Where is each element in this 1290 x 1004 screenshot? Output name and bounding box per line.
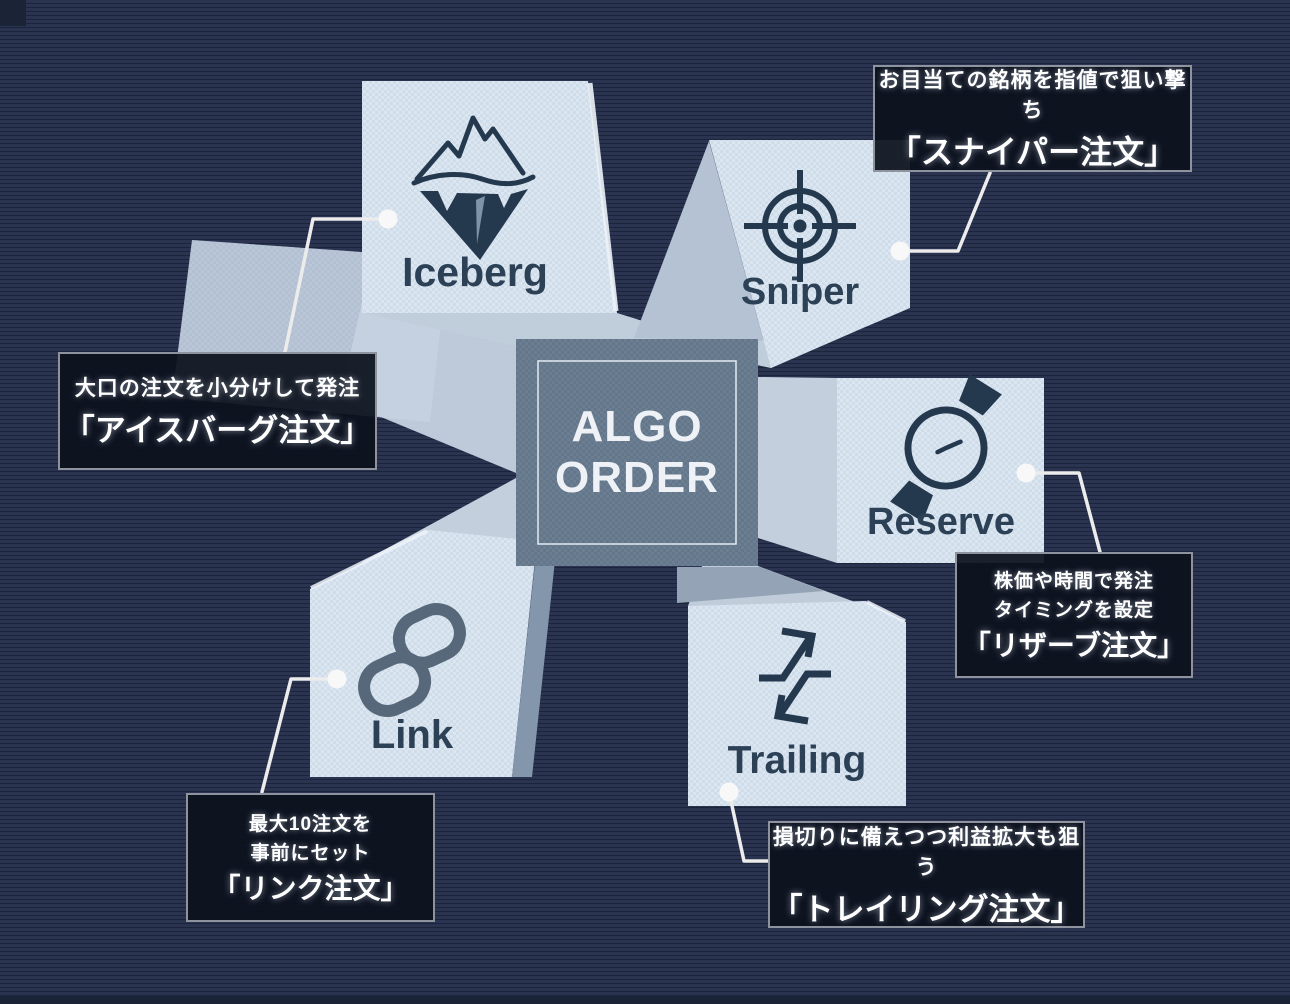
center-node xyxy=(516,339,758,566)
chain-link-icon xyxy=(358,603,466,717)
trailing-connector xyxy=(727,790,770,863)
link-panel-curl xyxy=(310,529,428,590)
bottom-strip xyxy=(0,996,1290,1004)
iceberg-left-beam xyxy=(340,302,516,473)
iceberg-tooltip-line: 大口の注文を小分けして発注 xyxy=(74,377,361,400)
connectors xyxy=(260,171,1102,863)
trailing-connector-dot xyxy=(719,782,739,802)
sniper-panel xyxy=(709,140,910,368)
sniper-label: Sniper xyxy=(740,271,860,313)
center-title-line-1: ALGO xyxy=(571,402,703,452)
reserve-tooltip-headline: 「リザーブ注文」 xyxy=(962,630,1186,661)
trailing-tooltip: 損切りに備えつつ利益拡大も狙う 「トレイリング注文」 xyxy=(768,821,1085,928)
iceberg-connector-dot xyxy=(378,209,398,229)
iceberg-tooltip: 大口の注文を小分けして発注 「アイスバーグ注文」 xyxy=(58,352,377,470)
reserve-tooltip-line-1: 株価や時間で発注 xyxy=(993,571,1154,592)
link-panel-side xyxy=(512,545,556,777)
center-title-line-2: ORDER xyxy=(555,452,719,502)
iceberg-connector xyxy=(283,217,390,354)
link-panel xyxy=(310,530,537,777)
panels xyxy=(310,81,1044,806)
iceberg-tooltip-headline: 「アイスバーグ注文」 xyxy=(63,413,372,448)
sniper-connector-dot xyxy=(890,241,910,261)
link-connector-dot xyxy=(327,669,347,689)
corner-artifact xyxy=(0,0,26,26)
link-tooltip-line-1: 最大10注文を xyxy=(248,813,373,835)
connector-dots xyxy=(327,209,1036,802)
iceberg-beam xyxy=(362,313,704,346)
center-title: ALGO ORDER xyxy=(516,339,758,566)
link-tooltip-headline: 「リンク注文」 xyxy=(212,872,409,904)
reserve-connector-dot xyxy=(1016,463,1036,483)
sniper-tooltip-line: お目当ての銘柄を指値で狙い撃ち xyxy=(878,69,1187,122)
trailing-panel xyxy=(688,601,906,806)
reserve-label: Reserve xyxy=(867,501,1015,543)
trailing-panel-curl xyxy=(866,600,906,623)
crosshair-icon xyxy=(744,170,856,282)
trailing-arrows-icon xyxy=(759,627,831,725)
reserve-tooltip: 株価や時間で発注 タイミングを設定 「リザーブ注文」 xyxy=(955,552,1193,678)
wristwatch-icon xyxy=(890,374,1002,522)
link-tooltip: 最大10注文を 事前にセット 「リンク注文」 xyxy=(186,793,435,922)
sniper-tooltip-headline: 「スナイパー注文」 xyxy=(888,134,1177,170)
trailing-label: Trailing xyxy=(727,739,867,782)
sniper-tooltip: お目当ての銘柄を指値で狙い撃ち 「スナイパー注文」 xyxy=(873,65,1192,172)
link-connector xyxy=(260,677,339,794)
trailing-tooltip-line: 損切りに備えつつ利益拡大も狙う xyxy=(772,825,1081,879)
link-label: Link xyxy=(370,713,454,757)
sniper-flap xyxy=(634,141,771,368)
iceberg-label: Iceberg xyxy=(402,249,548,295)
reserve-tooltip-line-2: タイミングを設定 xyxy=(993,600,1154,621)
trailing-tooltip-headline: 「トレイリング注文」 xyxy=(771,891,1082,927)
iceberg-panel-curl xyxy=(587,82,619,312)
iceberg-icon xyxy=(411,115,536,260)
reserve-beam xyxy=(758,377,837,563)
reserve-panel xyxy=(837,378,1044,563)
trailing-beam-fold xyxy=(677,567,824,603)
link-tooltip-line-2: 事前にセット xyxy=(250,842,371,864)
reserve-connector xyxy=(1024,471,1102,554)
sniper-connector xyxy=(898,171,992,253)
